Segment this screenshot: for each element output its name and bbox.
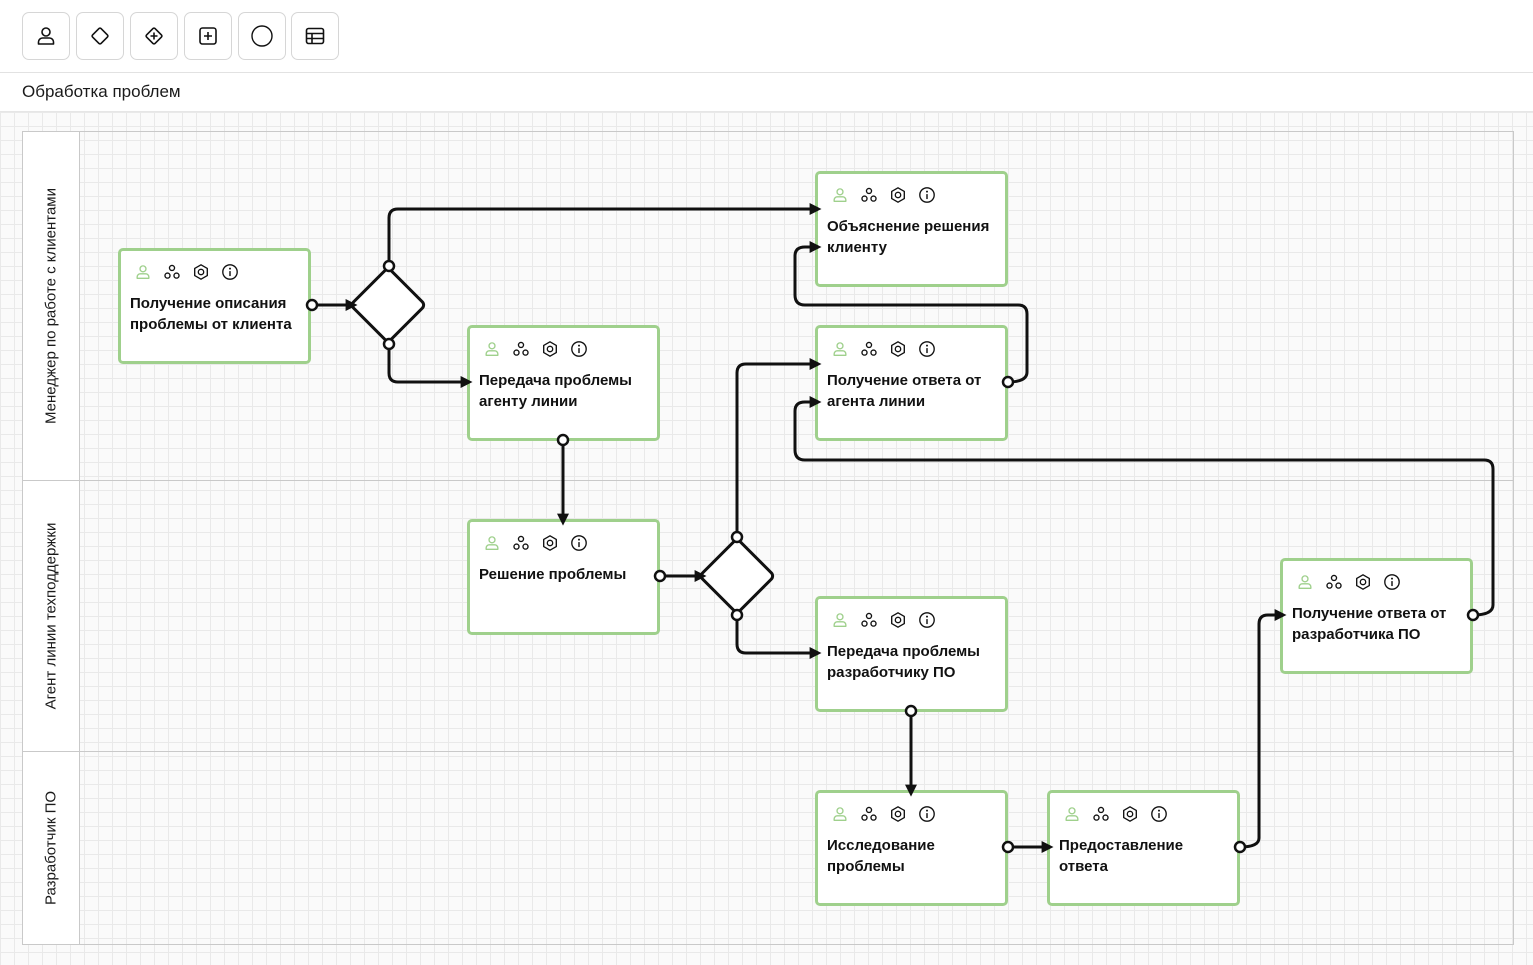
person-icon[interactable] [482,533,502,553]
person-icon[interactable] [830,804,850,824]
diamond-icon [91,27,109,45]
info-icon[interactable] [569,339,589,359]
task-label: Решение проблемы [479,566,627,583]
lane-developer[interactable]: Разработчик ПО [23,752,1513,944]
gateway-plus-tool-button[interactable] [130,12,178,60]
info-icon[interactable] [220,262,240,282]
lane-tool-button[interactable] [22,12,70,60]
task-label: Передача проблемы разработчику ПО [827,643,980,681]
event-tool-button[interactable] [238,12,286,60]
square-plus-icon [199,27,217,45]
task-icon-bar [830,338,946,360]
diamond-plus-icon [145,27,163,45]
lane-header[interactable]: Агент линии техподдержки [23,481,80,751]
hexagon-gear-icon[interactable] [1353,572,1373,592]
task-icon-bar [133,261,249,283]
toolbar [0,0,1533,73]
hexagon-gear-icon[interactable] [888,185,908,205]
table-tool-button[interactable] [291,12,339,60]
info-icon[interactable] [917,339,937,359]
task-card[interactable]: Получение ответа от агента линии [815,325,1008,441]
nodes-icon[interactable] [1324,572,1344,592]
person-icon[interactable] [1062,804,1082,824]
hexagon-gear-icon[interactable] [1120,804,1140,824]
person-icon[interactable] [830,339,850,359]
task-label: Предоставление ответа [1059,837,1184,875]
task-card[interactable]: Объяснение решения клиенту [815,171,1008,287]
hexagon-gear-icon[interactable] [191,262,211,282]
task-label: Передача проблемы агенту линии [479,372,632,410]
title-bar: Обработка проблем [0,73,1533,112]
info-icon[interactable] [1149,804,1169,824]
info-icon[interactable] [569,533,589,553]
task-icon-bar [1062,803,1178,825]
task-card[interactable]: Решение проблемы [467,519,660,635]
nodes-icon[interactable] [1091,804,1111,824]
task-card[interactable]: Предоставление ответа [1047,790,1240,906]
lane-label: Агент линии техподдержки [42,522,60,710]
table-icon [305,27,325,45]
process-title[interactable]: Обработка проблем [22,82,181,101]
task-icon-bar [830,184,946,206]
nodes-icon[interactable] [859,804,879,824]
person-icon[interactable] [1295,572,1315,592]
task-card[interactable]: Получение описания проблемы от клиента [118,248,311,364]
task-card[interactable]: Получение ответа от разработчика ПО [1280,558,1473,674]
person-icon [37,27,55,45]
task-icon-bar [830,609,946,631]
lane-header[interactable]: Менеджер по работе с клиентами [23,132,80,480]
lane-header[interactable]: Разработчик ПО [23,752,80,944]
nodes-icon[interactable] [859,610,879,630]
hexagon-gear-icon[interactable] [888,804,908,824]
nodes-icon[interactable] [859,339,879,359]
hexagon-gear-icon[interactable] [540,339,560,359]
circle-icon [251,25,273,47]
hexagon-gear-icon[interactable] [888,339,908,359]
hexagon-gear-icon[interactable] [540,533,560,553]
lane-label: Разработчик ПО [42,790,60,906]
nodes-icon[interactable] [859,185,879,205]
info-icon[interactable] [917,610,937,630]
subprocess-tool-button[interactable] [184,12,232,60]
info-icon[interactable] [1382,572,1402,592]
task-card[interactable]: Передача проблемы агенту линии [467,325,660,441]
person-icon[interactable] [133,262,153,282]
lane-agent[interactable]: Агент линии техподдержки [23,481,1513,752]
task-label: Объяснение решения клиенту [827,218,990,256]
task-icon-bar [482,532,598,554]
task-icon-bar [830,803,946,825]
person-icon[interactable] [482,339,502,359]
lane-label: Менеджер по работе с клиентами [42,188,60,424]
task-card[interactable]: Исследование проблемы [815,790,1008,906]
hexagon-gear-icon[interactable] [888,610,908,630]
task-label: Получение ответа от разработчика ПО [1292,605,1447,643]
info-icon[interactable] [917,185,937,205]
person-icon[interactable] [830,610,850,630]
task-label: Исследование проблемы [827,837,935,875]
task-icon-bar [482,338,598,360]
task-label: Получение описания проблемы от клиента [130,295,292,333]
info-icon[interactable] [917,804,937,824]
nodes-icon[interactable] [162,262,182,282]
nodes-icon[interactable] [511,339,531,359]
task-card[interactable]: Передача проблемы разработчику ПО [815,596,1008,712]
task-icon-bar [1295,571,1411,593]
gateway-tool-button[interactable] [76,12,124,60]
nodes-icon[interactable] [511,533,531,553]
person-icon[interactable] [830,185,850,205]
task-label: Получение ответа от агента линии [827,372,982,410]
